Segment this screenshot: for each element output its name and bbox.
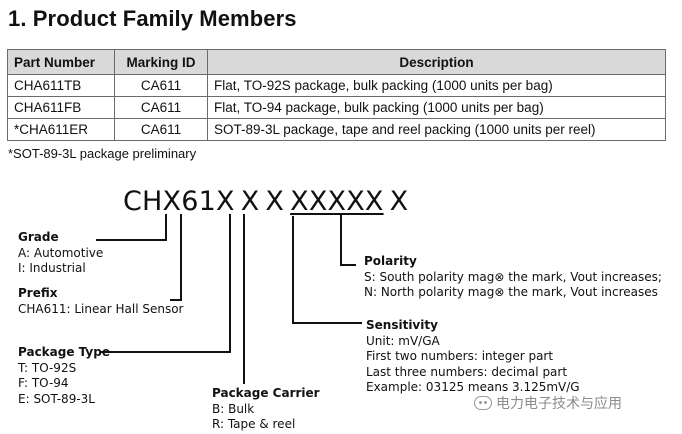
- sensitivity-line: First two numbers: integer part: [366, 349, 554, 363]
- polarity-heading: Polarity: [364, 254, 417, 268]
- cell-marking-id: CA611: [114, 74, 208, 97]
- table-row: *CHA611ER CA611 SOT-89-3L package, tape …: [7, 118, 666, 141]
- cell-marking-id: CA611: [114, 118, 208, 141]
- section-title: 1. Product Family Members: [8, 6, 297, 31]
- sensitivity-line: Example: 03125 means 3.125mV/G: [366, 380, 580, 394]
- grade-heading: Grade: [18, 230, 59, 244]
- package-type-connector: [100, 214, 231, 353]
- prefix-line: CHA611: Linear Hall Sensor: [18, 301, 184, 316]
- grade-connector: [96, 214, 167, 241]
- package-type-label: Package Type T: TO-92S F: TO-94 E: SOT-8…: [18, 345, 110, 407]
- package-type-line: F: TO-94: [18, 376, 69, 390]
- table-footnote: *SOT-89-3L package preliminary: [8, 146, 197, 161]
- prefix-label: Prefix CHA611: Linear Hall Sensor: [18, 286, 183, 317]
- code-package: X: [240, 186, 260, 217]
- header-part-number: Part Number: [7, 49, 115, 75]
- prefix-heading: Prefix: [18, 286, 58, 300]
- package-carrier-heading: Package Carrier: [212, 386, 320, 400]
- prefix-connector: [170, 214, 182, 301]
- code-prefix: CHX61X: [123, 186, 235, 217]
- package-carrier-line: B: Bulk: [212, 401, 255, 416]
- polarity-connector: [340, 214, 356, 266]
- header-marking-id: Marking ID: [114, 49, 208, 75]
- grade-line: A: Automotive: [18, 245, 104, 260]
- sensitivity-label: Sensitivity Unit: mV/GA First two number…: [366, 318, 580, 396]
- table-header-row: Part Number Marking ID Description: [7, 49, 666, 75]
- sensitivity-line: Last three numbers: decimal part: [366, 364, 568, 379]
- header-description: Description: [207, 49, 666, 75]
- sensitivity-line: Unit: mV/GA: [366, 333, 440, 348]
- grade-line: I: Industrial: [18, 261, 86, 275]
- code-sensitivity: XXXXX: [290, 186, 384, 217]
- polarity-line: S: South polarity mag⊗ the mark, Vout in…: [364, 269, 662, 284]
- package-carrier-line: R: Tape & reel: [212, 417, 296, 431]
- polarity-line: N: North polarity mag⊗ the mark, Vout in…: [364, 285, 658, 299]
- cell-description: SOT-89-3L package, tape and reel packing…: [207, 118, 666, 141]
- package-type-heading: Package Type: [18, 345, 110, 359]
- grade-label: Grade A: Automotive I: Industrial: [18, 230, 103, 277]
- code-polarity: X: [389, 186, 409, 217]
- cell-description: Flat, TO-92S package, bulk packing (1000…: [207, 74, 666, 97]
- package-type-line: T: TO-92S: [18, 360, 77, 375]
- product-family-table: Part Number Marking ID Description CHA61…: [7, 49, 666, 141]
- sensitivity-heading: Sensitivity: [366, 318, 438, 332]
- table-row: CHA611TB CA611 Flat, TO-92S package, bul…: [7, 74, 666, 97]
- package-carrier-label: Package Carrier B: Bulk R: Tape & reel: [212, 386, 320, 433]
- polarity-label: Polarity S: South polarity mag⊗ the mark…: [364, 254, 662, 301]
- code-carrier: X: [265, 186, 285, 217]
- watermark-text: 电力电子技术与应用: [496, 396, 622, 412]
- watermark: 电力电子技术与应用: [474, 393, 622, 413]
- cell-part-number: *CHA611ER: [7, 118, 115, 141]
- sensitivity-connector: [292, 216, 362, 324]
- cell-description: Flat, TO-94 package, bulk packing (1000 …: [207, 96, 666, 119]
- package-type-line: E: SOT-89-3L: [18, 391, 95, 406]
- wechat-icon: [474, 396, 492, 410]
